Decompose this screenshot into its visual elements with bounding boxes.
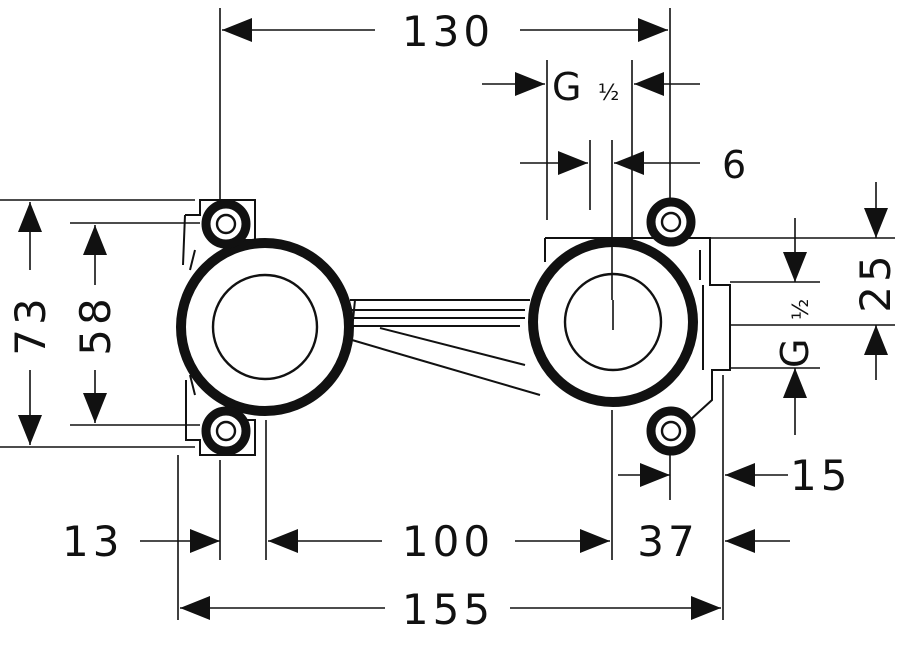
extension-lines [0, 8, 895, 620]
mounting-bracket [176, 140, 731, 456]
dimension-15: 15 [618, 451, 851, 500]
dimension-37: 37 [637, 517, 790, 566]
dimension-73: 73 [6, 202, 55, 445]
dimension-thread-right: G ½ [773, 218, 817, 435]
dimension-100: 100 [268, 517, 610, 566]
dimension-58: 58 [71, 225, 120, 423]
label-thread-top-frac: ½ [598, 81, 619, 106]
left-port [211, 273, 319, 381]
label-58: 58 [71, 294, 120, 355]
dimension-130: 130 [222, 7, 668, 56]
label-155: 155 [402, 585, 494, 634]
dimension-155: 155 [180, 585, 721, 634]
dimension-6: 6 [520, 143, 746, 187]
label-15: 15 [790, 451, 851, 500]
label-73: 73 [6, 294, 55, 355]
label-100: 100 [402, 517, 494, 566]
label-130: 130 [402, 7, 494, 56]
dimension-25: 25 [851, 182, 900, 380]
label-6: 6 [722, 143, 746, 187]
dimension-13: 13 [62, 517, 220, 566]
label-thread-right-frac: ½ [789, 299, 814, 320]
label-thread-top-g: G [552, 65, 581, 109]
label-25: 25 [851, 251, 900, 312]
label-37: 37 [637, 517, 698, 566]
label-13: 13 [62, 517, 123, 566]
dimension-thread-top: G ½ [482, 65, 700, 109]
label-thread-right-g: G [773, 339, 817, 368]
